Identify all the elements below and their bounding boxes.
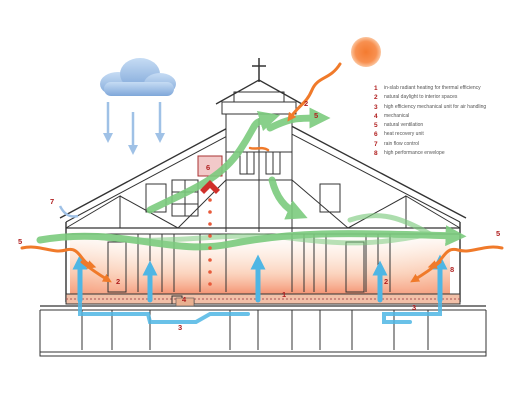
callout-numbers: 1 2 2 2 3 3 4 5 5 5 6 7 8 [18,99,500,332]
sun [351,37,381,67]
legend-number: 2 [374,94,378,102]
legend-text: heat recovery unit [384,131,424,138]
rain-flow-marker [58,205,79,218]
rain-cloud [100,58,176,96]
heat-recovery-arrow [200,180,220,194]
callout-4: 4 [182,295,187,304]
callout-2-left: 2 [116,277,120,286]
callout-5-right: 5 [496,229,500,238]
legend-text: high performance envelope [384,150,445,157]
legend-number: 7 [374,140,378,148]
legend-text: high efficiency mechanical unit for air … [384,103,487,110]
callout-5-top: 5 [314,111,318,120]
legend-text: mechanical [384,112,410,119]
callout-1: 1 [282,290,286,299]
legend-text: in-slab radiant heating for thermal effi… [384,85,481,91]
legend-item: 6 heat recovery unit [374,130,524,139]
legend-number: 3 [374,103,378,111]
legend-item: 4 mechanical [374,112,524,121]
legend-item: 1 in-slab radiant heating for thermal eff… [374,84,524,93]
legend-number: 8 [374,150,378,158]
legend-number: 4 [374,112,378,120]
legend-number: 1 [374,85,378,92]
legend-number: 6 [374,131,378,139]
callout-7: 7 [50,197,54,206]
legend-text: rain flow control [384,140,420,147]
callout-2-right: 2 [384,277,388,286]
airflow-arrows [72,254,448,324]
callout-2-top: 2 [304,99,308,108]
callout-8: 8 [450,265,454,274]
legend-item: 8 high performance envelope [374,149,524,158]
legend-text: natural daylight to interior spaces [384,94,458,101]
callout-6: 6 [206,163,210,172]
daylight-arrows [20,62,504,283]
mechanical-unit [175,297,195,307]
legend-text: natural ventilation [384,122,424,129]
legend: 1 in-slab radiant heating for thermal eff… [374,84,524,158]
callout-3-right: 3 [412,303,416,312]
legend-item: 2 natural daylight to interior spaces [374,93,524,102]
legend-number: 5 [374,122,378,130]
legend-item: 7 rain flow control [374,140,524,149]
callout-3-left: 3 [178,323,182,332]
heat-column-dots [208,198,212,286]
legend-item: 5 natural ventilation [374,121,524,130]
callout-5-left: 5 [18,237,22,246]
legend-item: 3 high efficiency mechanical unit for air… [374,103,524,112]
rain-arrows [103,102,165,155]
